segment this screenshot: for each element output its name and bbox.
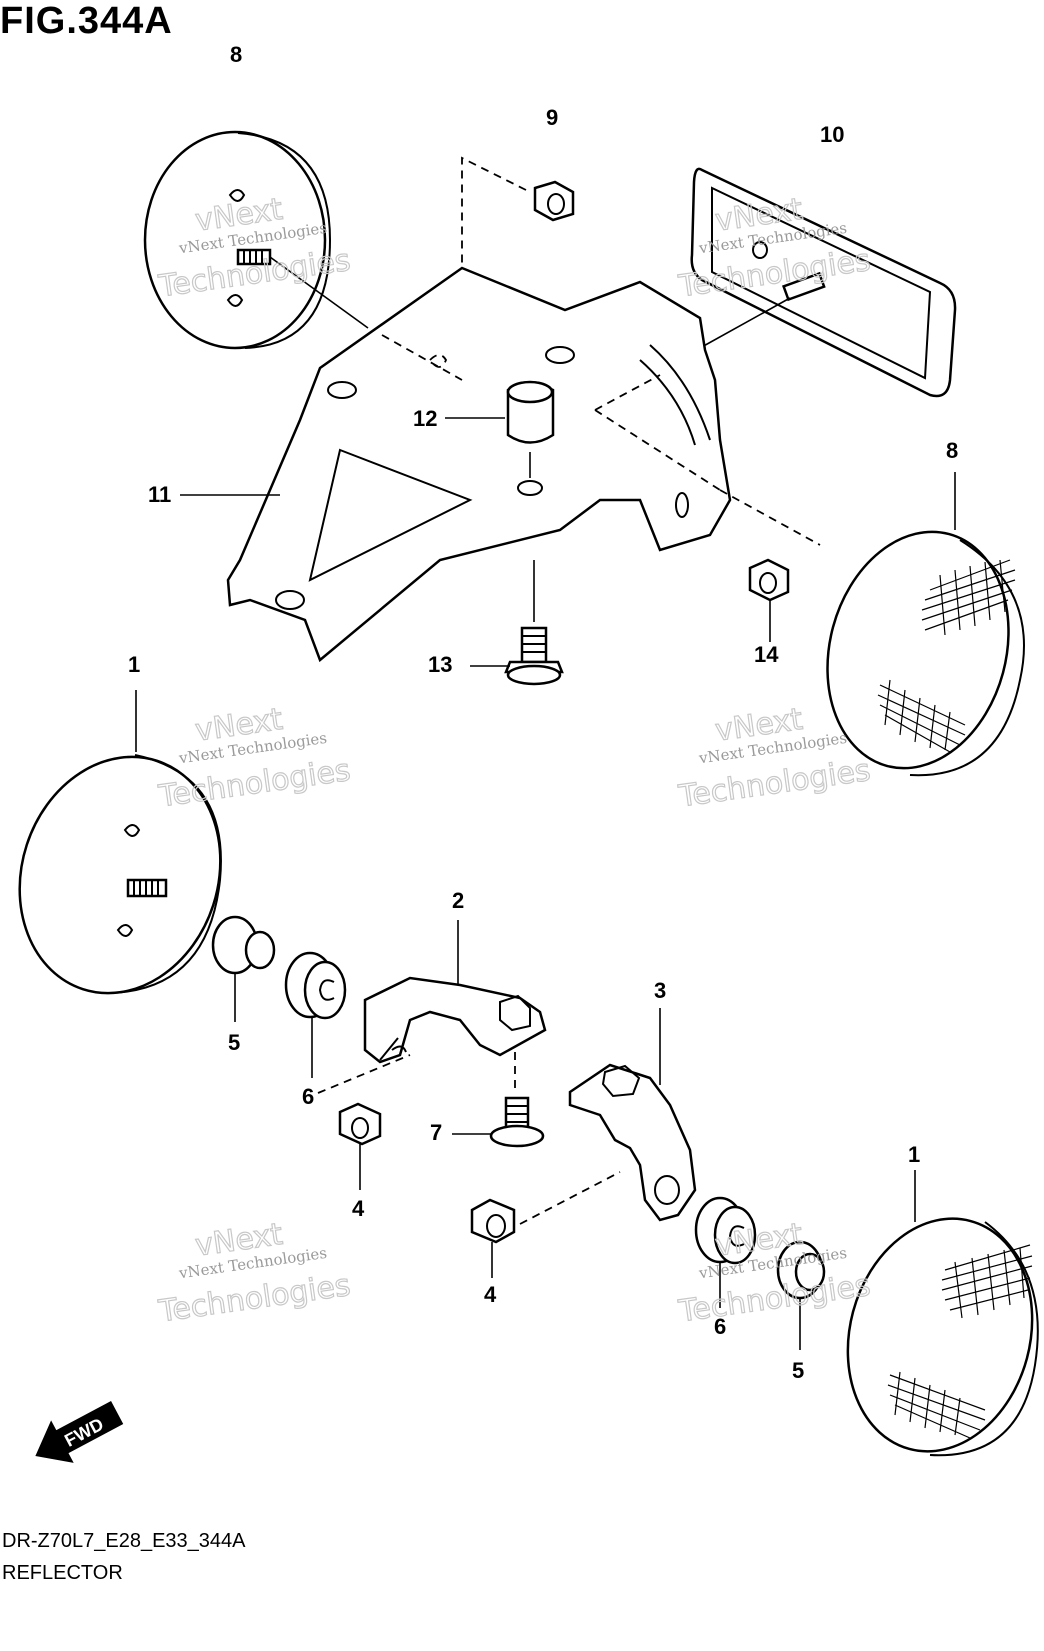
nut-4-left <box>338 1102 382 1190</box>
figure-code: DR-Z70L7_E28_E33_344A <box>2 1530 246 1552</box>
callout-1-right: 1 <box>908 1142 920 1167</box>
bracket-11 <box>180 266 821 663</box>
callout-9: 9 <box>546 105 558 130</box>
nut-9 <box>461 156 575 380</box>
reflector-round-right <box>826 472 1025 777</box>
collar-5-right <box>776 1240 826 1350</box>
callout-5-right: 5 <box>792 1358 804 1383</box>
callout-11: 11 <box>148 482 171 507</box>
reflector-round-top-left <box>143 130 369 350</box>
grommet-6-left <box>284 951 411 1094</box>
collar-5-left <box>211 915 276 1022</box>
callout-13: 13 <box>428 652 452 677</box>
bolt-13 <box>470 560 564 686</box>
nut-14 <box>748 558 790 642</box>
callout-6-left: 6 <box>302 1084 314 1109</box>
callout-12: 12 <box>413 406 437 431</box>
reflector-round-bottom-right <box>846 1170 1039 1457</box>
callout-7: 7 <box>430 1120 442 1145</box>
callout-4-right: 4 <box>484 1282 497 1307</box>
callout-3: 3 <box>654 978 666 1003</box>
reflector-rectangular <box>690 167 957 398</box>
bolt-7 <box>452 1096 545 1148</box>
grommet-6-right <box>694 1196 757 1308</box>
callout-4-left: 4 <box>352 1196 365 1221</box>
figure-title: FIG.344A <box>0 0 173 42</box>
callout-14: 14 <box>754 642 779 667</box>
fwd-arrow-icon: FWD <box>35 1401 124 1463</box>
nut-4-right <box>470 1198 516 1278</box>
watermark-mid-left: vNext Technologies Technologies vNext <box>155 701 353 815</box>
reflector-round-left <box>18 690 222 995</box>
bracket-3 <box>519 1008 697 1225</box>
callout-10: 10 <box>820 122 844 147</box>
callout-6-right: 6 <box>714 1314 726 1339</box>
callout-8-right: 8 <box>946 438 958 463</box>
callout-8-top-left: 8 <box>230 42 242 67</box>
bracket-2 <box>363 920 547 1090</box>
collar-12 <box>445 380 555 496</box>
watermark-bottom-left: vNext Technologies Technologies vNext <box>155 1216 353 1330</box>
callout-5-left: 5 <box>228 1030 240 1055</box>
figure-name: REFLECTOR <box>2 1562 123 1584</box>
callout-2: 2 <box>452 888 464 913</box>
callout-1-left: 1 <box>128 652 140 677</box>
